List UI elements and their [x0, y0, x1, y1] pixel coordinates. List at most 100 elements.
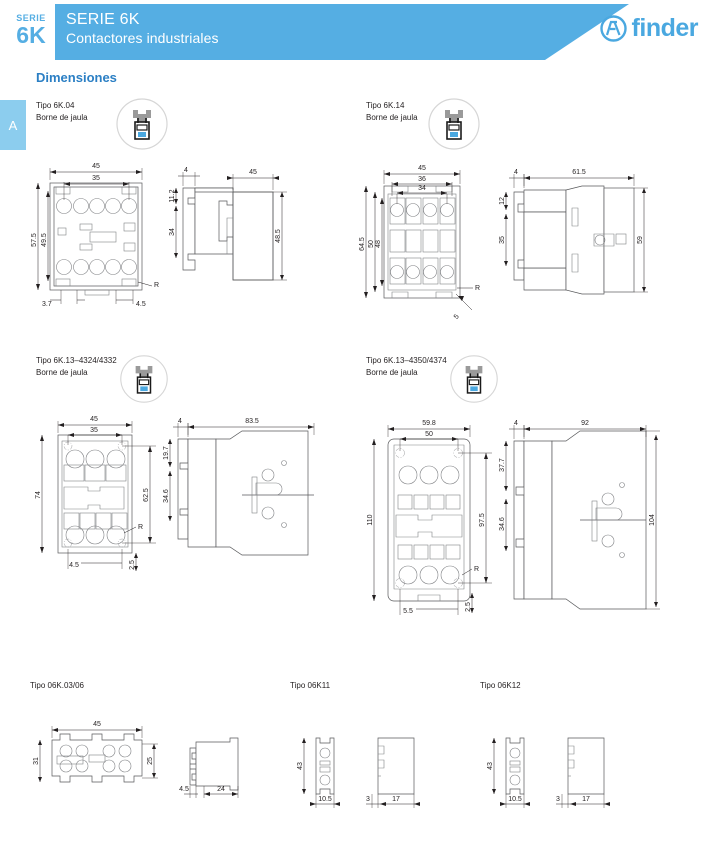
dim-104: 104	[649, 514, 656, 526]
dim-43: 43	[297, 762, 304, 770]
dim-r: R	[138, 524, 143, 531]
dim-36: 36	[418, 176, 426, 183]
dim-83-5: 83.5	[245, 418, 259, 425]
dim-3-7: 3.7	[42, 301, 52, 308]
dim-4-5-front: 4.5	[136, 301, 146, 308]
figure-6k13-4350-type: Tipo 6K.13–4350/4374	[366, 356, 447, 365]
dim-35: 35	[499, 236, 506, 244]
dim-48: 48	[375, 240, 382, 248]
dim-45-top: 45	[92, 163, 100, 170]
figure-6k14-terminal: Borne de jaula	[366, 112, 418, 122]
cage-clamp-terminal-icon	[118, 353, 170, 405]
series-badge-top: SERIE	[16, 12, 46, 23]
figure-6k13-4324-terminal: Borne de jaula	[36, 367, 88, 377]
cage-clamp-terminal-icon	[426, 96, 482, 152]
figure-6k13-4350-drawing: 59.8 50 110 97.5 5.5 2.5 R	[356, 403, 676, 633]
brand-logo: finder	[599, 14, 699, 43]
dim-4-5: 4.5	[179, 786, 189, 793]
dim-10-5: 10.5	[508, 796, 522, 803]
figure-6k04-terminal: Borne de jaula	[36, 112, 88, 122]
figure-6k13-4324-drawing: 45 35 74 62.5 4.5 2.5 R	[26, 403, 336, 593]
dim-49-5: 49.5	[41, 233, 48, 247]
figure-06k11-drawing: 43 10.5 3 17	[286, 704, 466, 814]
dim-48-5: 48.5	[275, 229, 282, 243]
figure-06k12-drawing: 43 10.5 3 17	[476, 704, 656, 814]
dim-17: 17	[392, 796, 400, 803]
figure-6k13-4324-type: Tipo 6K.13–4324/4332	[36, 356, 117, 365]
dim-3: 3	[556, 796, 560, 803]
dim-37-7: 37.7	[499, 458, 506, 472]
figure-06k12-type: Tipo 06K12	[480, 681, 521, 690]
cage-clamp-terminal-icon	[448, 353, 500, 405]
series-badge: SERIE 6K	[8, 6, 54, 54]
dim-50: 50	[425, 431, 433, 438]
dim-5: 5	[453, 313, 461, 321]
dim-57-5: 57.5	[31, 233, 38, 247]
dim-2-5: 2.5	[465, 602, 472, 612]
dim-24: 24	[217, 786, 225, 793]
dim-r: R	[475, 285, 480, 292]
figure-06k03-type: Tipo 06K.03/06	[30, 681, 84, 690]
dim-4: 4	[178, 418, 182, 425]
dim-35: 35	[92, 175, 100, 182]
dim-43: 43	[487, 762, 494, 770]
dim-59: 59	[637, 236, 644, 244]
figure-6k04-caption: Tipo 6K.04 Borne de jaula	[36, 100, 88, 123]
dim-31: 31	[33, 757, 40, 765]
dim-110: 110	[367, 514, 374, 525]
dim-34-6: 34.6	[163, 489, 170, 503]
dim-3: 3	[366, 796, 370, 803]
figure-06k11-caption: Tipo 06K11	[290, 680, 330, 692]
dim-45: 45	[93, 721, 101, 728]
dim-4: 4	[514, 169, 518, 176]
figure-6k14-type: Tipo 6K.14	[366, 101, 405, 110]
dim-97-5: 97.5	[479, 513, 486, 527]
dim-45: 45	[418, 165, 426, 172]
dim-4-side: 4	[184, 167, 188, 174]
dim-35: 35	[90, 427, 98, 434]
figure-6k04-drawing: 45 35 57.5 49.5 3.7 4.5 R	[28, 148, 318, 313]
dim-45-side: 45	[249, 169, 257, 176]
figure-6k13-4324-caption: Tipo 6K.13–4324/4332 Borne de jaula	[36, 355, 117, 378]
figure-6k13-4350-terminal: Borne de jaula	[366, 367, 418, 377]
dim-74: 74	[35, 491, 42, 499]
dim-45: 45	[90, 416, 98, 423]
dim-4: 4	[514, 420, 518, 427]
dim-64-5: 64.5	[359, 237, 366, 251]
brand-wordmark: finder	[631, 14, 699, 42]
dim-92: 92	[581, 420, 589, 427]
figure-6k13-4350-caption: Tipo 6K.13–4350/4374 Borne de jaula	[366, 355, 447, 378]
series-badge-bottom: 6K	[16, 21, 46, 48]
dim-59-8: 59.8	[422, 420, 436, 427]
section-title: Dimensiones	[36, 70, 117, 85]
page-header: SERIE 6K SERIE 6K Contactores industrial…	[0, 0, 720, 60]
dim-25: 25	[147, 757, 154, 765]
dim-62-5: 62.5	[143, 488, 150, 502]
figure-06k12-caption: Tipo 06K12	[480, 680, 521, 692]
page-title: SERIE 6K Contactores industriales	[66, 10, 219, 47]
dim-34: 34	[418, 185, 426, 192]
dim-4-5: 4.5	[69, 562, 79, 569]
dim-5-5: 5.5	[403, 608, 413, 615]
dim-11-2: 11.2	[169, 189, 176, 202]
figure-06k03-drawing: 45 31 25 4.5 24	[24, 704, 274, 814]
index-tab-a: A	[0, 100, 26, 150]
dim-r: R	[154, 282, 159, 289]
cage-clamp-terminal-icon	[114, 96, 170, 152]
dim-10-5: 10.5	[318, 796, 332, 803]
dim-17: 17	[582, 796, 590, 803]
figure-06k03-caption: Tipo 06K.03/06	[30, 680, 84, 692]
finder-circle-logo-icon	[599, 15, 627, 42]
dim-50: 50	[368, 240, 375, 248]
figure-6k14-drawing: 45 36 34 64.5 50 48 R	[354, 148, 674, 323]
dim-12: 12	[499, 197, 506, 205]
page-title-line1: SERIE 6K	[66, 11, 140, 28]
dim-2-5: 2.5	[129, 560, 136, 570]
dim-61-5: 61.5	[572, 169, 586, 176]
dim-r: R	[474, 566, 479, 573]
figure-6k04-type: Tipo 6K.04	[36, 101, 75, 110]
page-title-line2: Contactores industriales	[66, 29, 219, 46]
figure-06k11-type: Tipo 06K11	[290, 681, 331, 690]
figure-6k14-caption: Tipo 6K.14 Borne de jaula	[366, 100, 418, 123]
dim-19-7: 19.7	[163, 446, 170, 460]
